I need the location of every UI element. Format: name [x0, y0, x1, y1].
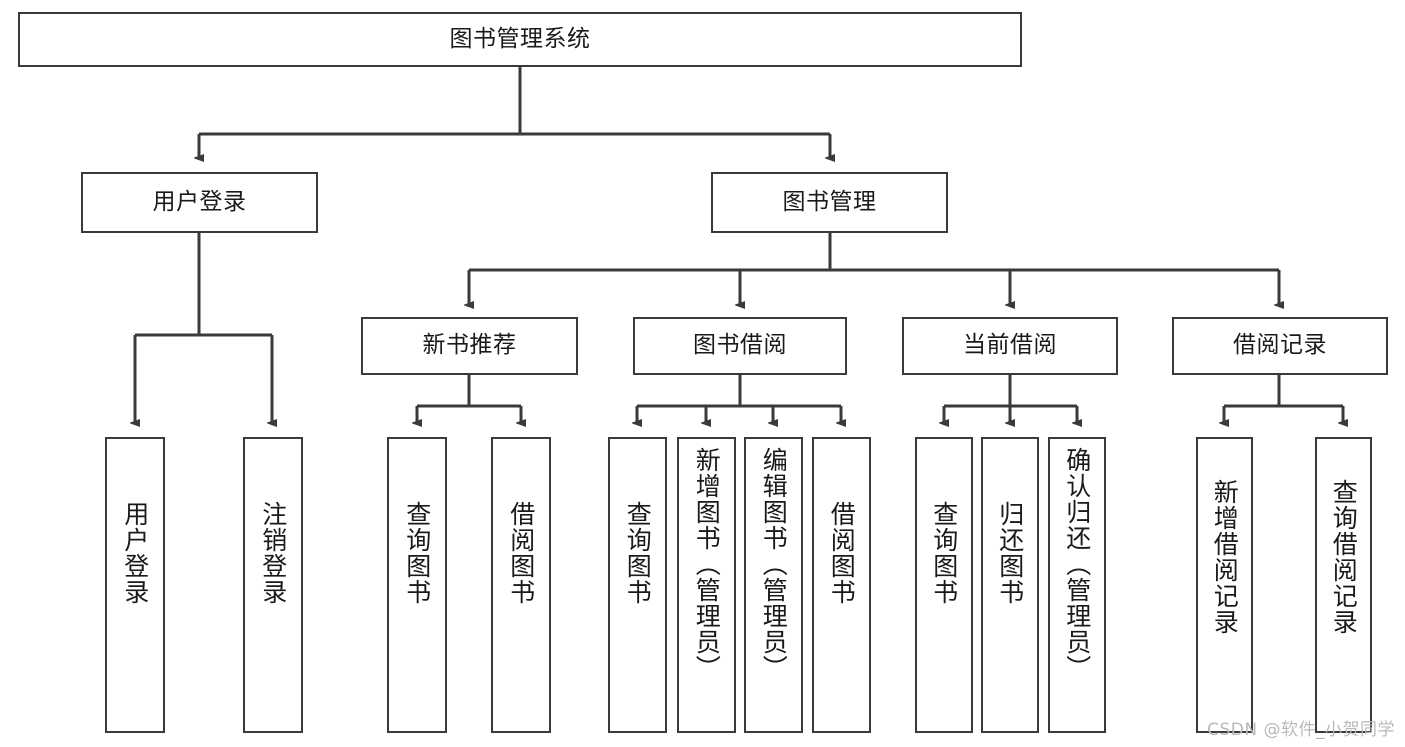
node-leaf-add-book[interactable]: 新增图书（管理员） [677, 437, 736, 733]
node-root-label: 图书管理系统 [449, 25, 591, 52]
node-leaf-confirm-return[interactable]: 确认归还（管理员） [1048, 437, 1106, 733]
node-leaf-return-book[interactable]: 归还图书 [981, 437, 1039, 733]
node-leaf-query-book-3-label: 查询图书 [929, 501, 959, 605]
node-leaf-borrow-book-2-label: 借阅图书 [827, 501, 857, 605]
node-leaf-edit-book[interactable]: 编辑图书（管理员） [744, 437, 803, 733]
node-user-login-label: 用户登录 [152, 188, 247, 215]
node-leaf-user-login[interactable]: 用户登录 [105, 437, 165, 733]
node-leaf-add-record[interactable]: 新增借阅记录 [1196, 437, 1253, 733]
node-leaf-borrow-book-2[interactable]: 借阅图书 [812, 437, 871, 733]
node-leaf-return-book-label: 归还图书 [995, 501, 1025, 605]
node-leaf-add-book-label: 新增图书（管理员） [692, 447, 722, 681]
node-leaf-borrow-book-1[interactable]: 借阅图书 [491, 437, 551, 733]
node-leaf-query-book-1[interactable]: 查询图书 [387, 437, 447, 733]
node-book-borrow-label: 图书借阅 [693, 332, 787, 359]
node-leaf-query-book-1-label: 查询图书 [402, 501, 432, 605]
node-leaf-query-record[interactable]: 查询借阅记录 [1315, 437, 1372, 733]
node-leaf-borrow-book-1-label: 借阅图书 [506, 501, 536, 605]
node-leaf-query-book-3[interactable]: 查询图书 [915, 437, 973, 733]
node-borrow-record-label: 借阅记录 [1233, 332, 1327, 359]
node-book-manage-label: 图书管理 [782, 188, 877, 215]
node-root[interactable]: 图书管理系统 [18, 12, 1022, 67]
node-book-borrow[interactable]: 图书借阅 [633, 317, 847, 375]
node-current-borrow[interactable]: 当前借阅 [902, 317, 1118, 375]
node-book-manage[interactable]: 图书管理 [711, 172, 948, 233]
node-leaf-logout-label: 注销登录 [258, 501, 288, 605]
node-leaf-confirm-return-label: 确认归还（管理员） [1062, 447, 1092, 681]
node-leaf-query-record-label: 查询借阅记录 [1329, 479, 1359, 635]
node-user-login[interactable]: 用户登录 [81, 172, 318, 233]
node-leaf-add-record-label: 新增借阅记录 [1210, 479, 1240, 635]
node-leaf-logout[interactable]: 注销登录 [243, 437, 303, 733]
node-leaf-query-book-2[interactable]: 查询图书 [608, 437, 667, 733]
node-new-book-recommend-label: 新书推荐 [422, 332, 517, 359]
node-borrow-record[interactable]: 借阅记录 [1172, 317, 1388, 375]
node-leaf-user-login-label: 用户登录 [120, 501, 150, 605]
node-new-book-recommend[interactable]: 新书推荐 [361, 317, 578, 375]
node-leaf-query-book-2-label: 查询图书 [623, 501, 653, 605]
node-leaf-edit-book-label: 编辑图书（管理员） [759, 447, 789, 681]
node-current-borrow-label: 当前借阅 [963, 332, 1057, 359]
